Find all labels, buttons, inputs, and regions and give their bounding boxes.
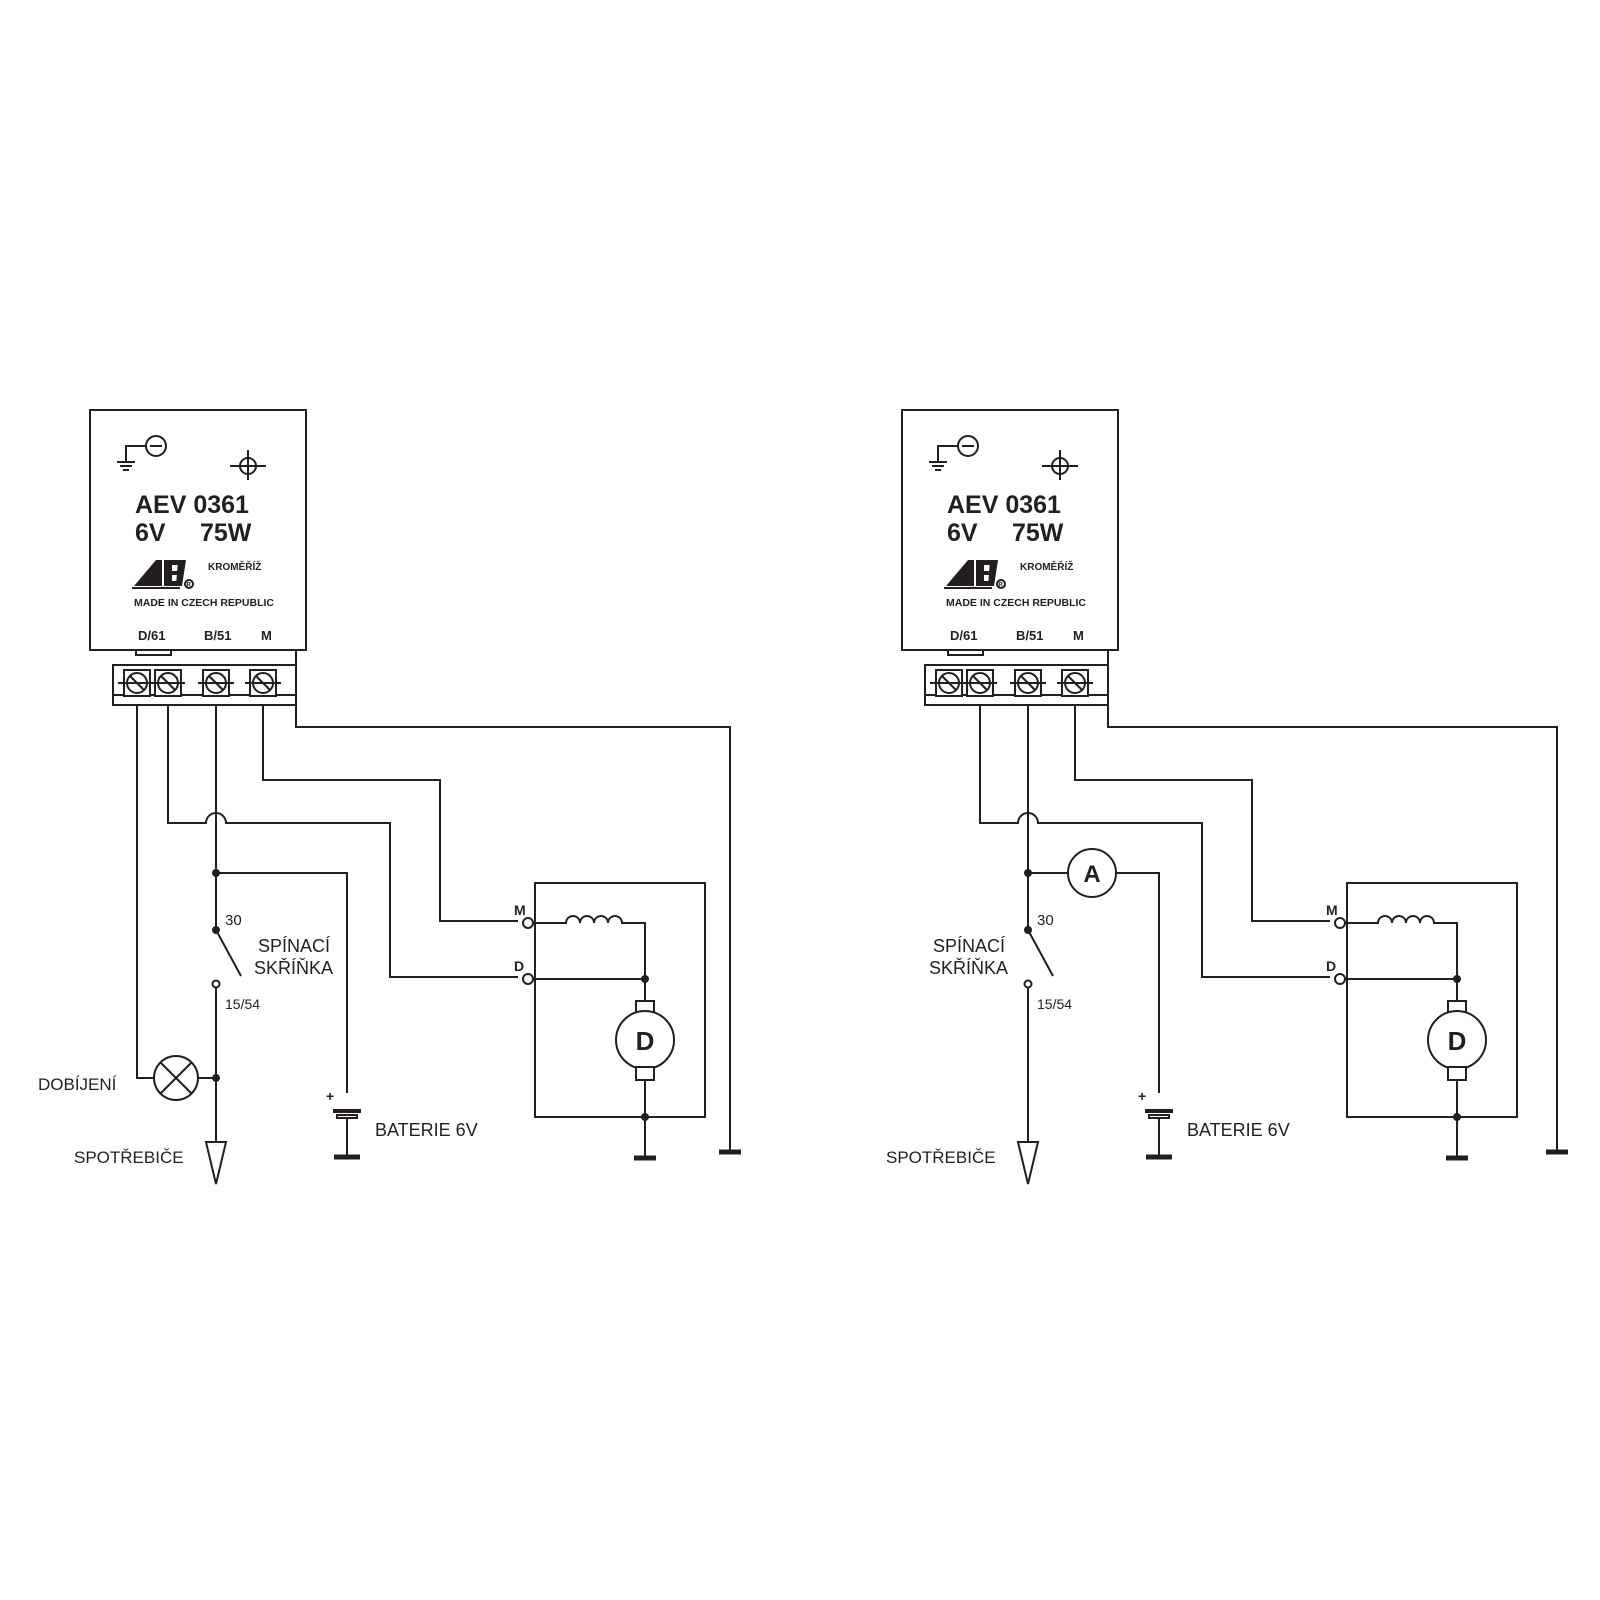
consumers-label: SPOTŘEBIČE xyxy=(886,1148,996,1167)
mounting-hole-icon xyxy=(230,450,266,480)
terminal-label-b51: B/51 xyxy=(1016,628,1043,643)
dynamo-label-d: D xyxy=(1326,958,1336,974)
dynamo-left: M D D xyxy=(514,882,706,1161)
charging-lamp-icon xyxy=(153,1055,199,1101)
junction-dot xyxy=(1024,869,1032,877)
regulator-origin: MADE IN CZECH REPUBLIC xyxy=(134,597,274,609)
dynamo-right: M D D xyxy=(1326,882,1518,1161)
switch-terminal-30: 30 xyxy=(1037,912,1054,929)
mounting-hole-icon xyxy=(1042,450,1078,480)
battery-label: BATERIE 6V xyxy=(1187,1120,1290,1140)
terminal-label-d61: D/61 xyxy=(950,628,977,643)
terminal-label-b51: B/51 xyxy=(204,628,231,643)
registered-mark: R xyxy=(999,583,1004,589)
switch-contact-30 xyxy=(1024,926,1032,934)
battery-icon xyxy=(333,1109,361,1119)
regulator-city: KROMĚŘÍŽ xyxy=(1020,560,1073,573)
regulator-model: AEV 0361 xyxy=(947,491,1061,519)
dynamo-housing xyxy=(534,882,706,1118)
dynamo-symbol: D xyxy=(1448,1026,1467,1056)
diagram-left: AEV 0361 6V 75W R KROMĚŘÍŽ MADE IN CZECH… xyxy=(38,409,741,1185)
diagram-right: AEV 0361 6V 75W R KROMĚŘÍŽ MADE IN CZECH… xyxy=(886,409,1568,1185)
switch-label-2: SKŘÍŇKA xyxy=(929,958,1008,978)
consumers-arrow-icon xyxy=(1016,1141,1040,1185)
regulator-origin: MADE IN CZECH REPUBLIC xyxy=(946,597,1086,609)
battery-icon xyxy=(1145,1109,1173,1119)
regulator-power: 75W xyxy=(1012,519,1064,547)
switch-terminal-1554: 15/54 xyxy=(1037,996,1072,1012)
regulator-body xyxy=(901,409,1119,651)
wiring-left xyxy=(136,650,741,1160)
junction-dot xyxy=(212,1074,220,1082)
junction-dot xyxy=(212,869,220,877)
consumers-label: SPOTŘEBIČE xyxy=(74,1148,184,1167)
battery-label: BATERIE 6V xyxy=(375,1120,478,1140)
switch-label-1: SPÍNACÍ xyxy=(933,936,1005,956)
regulator-power: 75W xyxy=(200,519,252,547)
dynamo-terminal-d xyxy=(1334,973,1346,985)
regulator-left: AEV 0361 6V 75W R KROMĚŘÍŽ MADE IN CZECH… xyxy=(89,409,307,706)
regulator-voltage: 6V xyxy=(947,519,978,547)
aev-logo: R xyxy=(944,560,1006,589)
dynamo-label-d: D xyxy=(514,958,524,974)
ammeter-icon: A xyxy=(1067,848,1117,898)
switch-label-2: SKŘÍŇKA xyxy=(254,958,333,978)
terminal-label-d61: D/61 xyxy=(138,628,165,643)
ground-minus-icon xyxy=(929,435,979,471)
regulator-body xyxy=(89,409,307,651)
dynamo-symbol: D xyxy=(636,1026,655,1056)
regulator-model: AEV 0361 xyxy=(135,491,249,519)
dynamo-terminal-d xyxy=(522,973,534,985)
regulator-right: AEV 0361 6V 75W R KROMĚŘÍŽ MADE IN CZECH… xyxy=(901,409,1119,706)
regulator-city: KROMĚŘÍŽ xyxy=(208,560,261,573)
dynamo-label-m: M xyxy=(514,902,526,918)
aev-logo: R xyxy=(132,560,194,589)
ground-minus-icon xyxy=(117,435,167,471)
d61-bracket xyxy=(135,650,172,656)
battery-plus: + xyxy=(326,1088,334,1104)
registered-mark: R xyxy=(187,583,192,589)
battery-plus: + xyxy=(1138,1088,1146,1104)
dynamo-label-m: M xyxy=(1326,902,1338,918)
terminal-label-m: M xyxy=(1073,628,1084,643)
field-coil-icon xyxy=(533,915,646,979)
switch-label-1: SPÍNACÍ xyxy=(258,936,330,956)
lamp-label: DOBÍJENÍ xyxy=(38,1075,117,1094)
consumers-arrow-icon xyxy=(204,1141,228,1185)
field-coil-icon xyxy=(1345,915,1458,979)
ammeter-symbol: A xyxy=(1083,861,1100,888)
switch-contact-30 xyxy=(212,926,220,934)
d61-bracket xyxy=(947,650,984,656)
switch-terminal-30: 30 xyxy=(225,912,242,929)
terminal-label-m: M xyxy=(261,628,272,643)
terminal-screws xyxy=(930,669,1093,697)
dynamo-terminal-m xyxy=(1334,917,1346,929)
dynamo-terminal-m xyxy=(522,917,534,929)
dynamo-housing xyxy=(1346,882,1518,1118)
wiring-right xyxy=(979,650,1568,1160)
regulator-voltage: 6V xyxy=(135,519,166,547)
terminal-screws xyxy=(118,669,281,697)
switch-terminal-1554: 15/54 xyxy=(225,996,260,1012)
